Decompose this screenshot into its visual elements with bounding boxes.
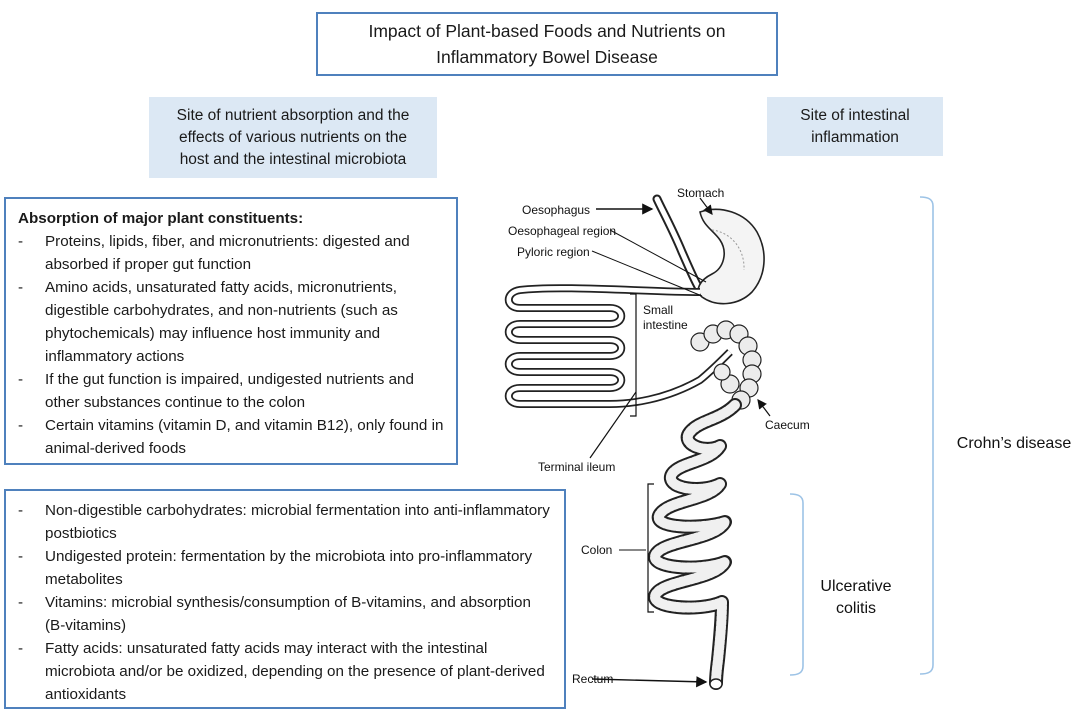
- colon-effects-item: Vitamins: microbial synthesis/consumptio…: [18, 591, 554, 637]
- absorption-list: Proteins, lipids, fiber, and micronutrie…: [18, 230, 446, 460]
- label-stomach: Stomach: [677, 186, 725, 200]
- header-left-line-3: host and the intestinal microbiota: [179, 150, 407, 168]
- oesophageal-region-line: [609, 229, 707, 283]
- header-left-line-1: Site of nutrient absorption and the: [176, 106, 410, 124]
- label-rectum: Rectum: [572, 672, 614, 686]
- absorption-item: Certain vitamins (vitamin D, and vitamin…: [18, 414, 446, 460]
- stomach-arrow: [699, 197, 713, 215]
- label-ulcerative-colitis-line-1: Ulcerative: [820, 578, 892, 595]
- absorption-panel: Absorption of major plant constituents: …: [4, 197, 458, 465]
- label-small-intestine-2: intestine: [643, 318, 688, 332]
- caecum-shape: [690, 320, 762, 410]
- label-crohns-disease: Crohn’s disease: [956, 435, 1072, 452]
- label-ulcerative-colitis-line-2: colitis: [835, 600, 876, 617]
- absorption-item: Amino acids, unsaturated fatty acids, mi…: [18, 276, 446, 368]
- header-nutrient-absorption: Site of nutrient absorption and the effe…: [149, 97, 437, 178]
- title-line-2: Inflammatory Bowel Disease: [436, 47, 658, 67]
- absorption-heading: Absorption of major plant constituents:: [18, 210, 304, 227]
- header-left-line-2: effects of various nutrients on the: [178, 128, 408, 146]
- title-line-1: Impact of Plant-based Foods and Nutrient…: [368, 21, 726, 41]
- absorption-item: If the gut function is impaired, undiges…: [18, 368, 446, 414]
- rectum-arrow: [591, 676, 708, 688]
- colon-effects-panel: Non-digestible carbohydrates: microbial …: [4, 489, 566, 709]
- label-small-intestine-1: Small: [643, 303, 674, 317]
- pyloric-region-line: [591, 250, 703, 297]
- label-ulcerative-colitis: Ulcerative colitis: [810, 576, 902, 620]
- terminal-ileum-arrow: [589, 391, 637, 459]
- colon-effects-item: Fatty acids: unsaturated fatty acids may…: [18, 637, 554, 706]
- colon-effects-item: Non-digestible carbohydrates: microbial …: [18, 499, 554, 545]
- stomach-shape: [697, 208, 765, 305]
- label-oesophageal-region: Oesophageal region: [508, 224, 617, 238]
- colon-effects-list: Non-digestible carbohydrates: microbial …: [18, 499, 554, 706]
- crohns-bracket: [919, 196, 934, 675]
- label-terminal-ileum: Terminal ileum: [538, 460, 616, 474]
- diagram-title: Impact of Plant-based Foods and Nutrient…: [316, 12, 778, 76]
- colon-effects-item: Undigested protein: fermentation by the …: [18, 545, 554, 591]
- label-colon: Colon: [581, 543, 613, 557]
- caecum-arrow: [757, 399, 771, 417]
- absorption-item: Proteins, lipids, fiber, and micronutrie…: [18, 230, 446, 276]
- label-pyloric-region: Pyloric region: [517, 245, 590, 259]
- header-right-line-1: Site of intestinal: [800, 106, 910, 124]
- header-right-line-2: inflammation: [811, 128, 899, 146]
- header-intestinal-inflammation: Site of intestinal inflammation: [767, 97, 943, 156]
- label-oesophagus: Oesophagus: [522, 203, 591, 217]
- rectum-shape: [709, 678, 723, 690]
- colon-bracket: [647, 483, 654, 613]
- small-intestine-bracket: [630, 293, 637, 417]
- colitis-bracket: [789, 493, 804, 676]
- label-caecum: Caecum: [765, 418, 810, 432]
